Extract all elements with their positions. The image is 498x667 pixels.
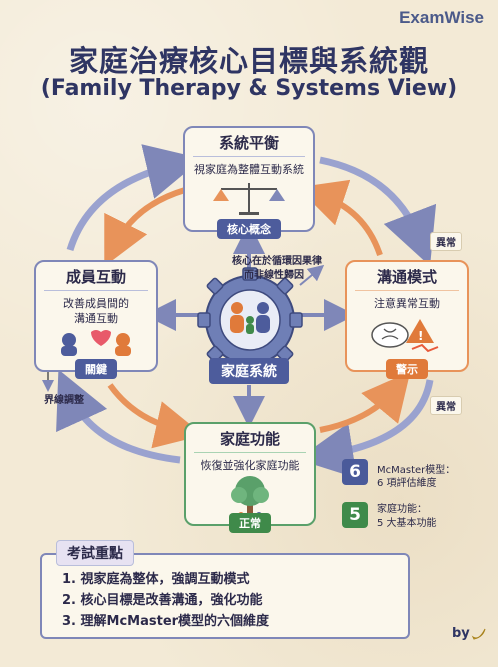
node-tag: 正常 bbox=[229, 513, 271, 533]
family-tree-icon bbox=[231, 476, 269, 518]
arrow-bottom-to-left bbox=[56, 369, 181, 464]
arrow-top-to-left bbox=[104, 187, 186, 267]
node-system-balance: 系統平衡 視家庭為整體互動系統 核心概念 bbox=[183, 126, 315, 239]
node-title: 溝通模式 bbox=[355, 262, 459, 291]
family-system-label: 家庭系統 bbox=[209, 358, 289, 384]
exam-item-2: 2. 核心目標是改善溝通，強化功能 bbox=[62, 593, 263, 608]
node-family-function: 家庭功能 恢復並強化家庭功能 正常 bbox=[184, 422, 316, 533]
family-function-line1: 家庭功能： bbox=[377, 504, 427, 515]
signature-text: by bbox=[452, 626, 470, 641]
node-title: 成員互動 bbox=[44, 262, 148, 291]
node-desc-line2: 溝通互動 bbox=[74, 312, 118, 325]
node-desc: 視家庭為整體互動系統 bbox=[194, 163, 304, 176]
node-desc-line1: 改善成員間的 bbox=[63, 297, 129, 310]
node-tag: 關鍵 bbox=[75, 359, 117, 379]
brand-logo: ExamWise bbox=[399, 8, 484, 27]
boundary-adjust-label: 界線調整 bbox=[44, 395, 84, 406]
exam-item-1: 1. 視家庭為整体，強調互動模式 bbox=[62, 572, 250, 587]
arrow-bottom-to-right bbox=[319, 371, 411, 433]
abnormal-label-bottom: 異常 bbox=[430, 396, 462, 415]
center-note-line2: 而非線性歸因 bbox=[244, 270, 304, 281]
mcmaster-number-badge: 6 bbox=[342, 459, 368, 485]
node-tag: 核心概念 bbox=[217, 219, 281, 239]
node-member-interaction: 成員互動 改善成員間的 溝通互動 關鍵 bbox=[34, 260, 158, 379]
node-communication-pattern: 溝通模式 注意異常互動 ! 警示 bbox=[345, 260, 469, 379]
abnormal-label-top: 異常 bbox=[430, 232, 462, 251]
family-function-line2: 5 大基本功能 bbox=[377, 518, 437, 529]
arrow-left-to-bottom bbox=[107, 383, 204, 449]
warning-speech-icon: ! bbox=[371, 319, 439, 353]
page-title: 家庭治療核心目標與系統觀 bbox=[68, 44, 429, 78]
arrow-top-to-right bbox=[319, 156, 437, 267]
page-subtitle: (Family Therapy & Systems View) bbox=[40, 76, 458, 101]
exam-key-points-panel bbox=[40, 553, 410, 639]
mcmaster-line2: 6 項評估維度 bbox=[377, 478, 437, 489]
node-desc: 注意異常互動 bbox=[374, 297, 440, 310]
node-title: 家庭功能 bbox=[194, 424, 306, 453]
arrow-right-to-top bbox=[297, 179, 383, 256]
family-function-number-badge: 5 bbox=[342, 502, 368, 528]
center-note-line1: 核心在於循環因果律 bbox=[232, 256, 322, 267]
arrow-left-to-top bbox=[66, 144, 203, 252]
node-title: 系統平衡 bbox=[193, 128, 305, 157]
node-desc: 恢復並強化家庭功能 bbox=[200, 459, 300, 472]
balance-scale-icon bbox=[213, 183, 285, 215]
exam-item-3: 3. 理解McMaster模型的六個維度 bbox=[62, 614, 270, 629]
mcmaster-line1: McMaster模型： bbox=[377, 465, 456, 476]
arrow-right-to-bottom bbox=[297, 379, 434, 479]
svg-text:!: ! bbox=[418, 329, 423, 343]
exam-key-points-title: 考試重點 bbox=[56, 540, 134, 566]
node-tag: 警示 bbox=[386, 359, 428, 379]
conversation-people-icon bbox=[61, 330, 131, 356]
banana-icon bbox=[471, 628, 486, 640]
